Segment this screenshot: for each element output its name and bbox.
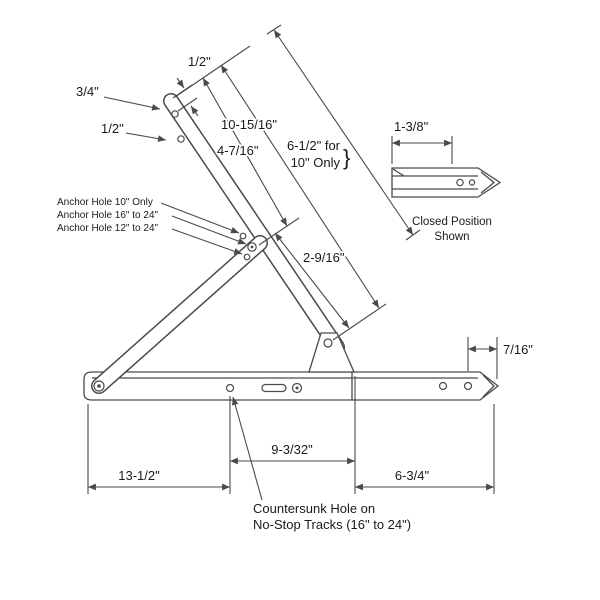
- label-half-top: 1/2": [188, 54, 211, 69]
- label-countersunk-line2: No-Stop Tracks (16" to 24"): [253, 517, 411, 532]
- track-right-hole-2: [463, 381, 473, 391]
- label-three-quarter: 3/4": [76, 84, 99, 99]
- track-left-pivot-center: [97, 384, 101, 388]
- leader-half-left: [125, 132, 167, 142]
- dimension-tick-half-top-2: [177, 97, 198, 112]
- track-right-hole-1: [438, 381, 448, 391]
- label-countersunk-line1: Countersunk Hole on: [253, 501, 375, 516]
- label-10-15-16: 10-15/16": [221, 117, 277, 132]
- label-4-7-16: 4-7/16": [217, 143, 259, 158]
- leader-anchor-12-24: [171, 228, 243, 255]
- label-9-3-32: 9-3/32": [271, 442, 313, 457]
- dimension-tick-6-1-2-bottom: [405, 229, 421, 241]
- label-6-3-4: 6-3/4": [395, 468, 430, 483]
- dimension-tick-half-top-1: [172, 84, 193, 99]
- label-anchor-12-24: Anchor Hole 12" to 24": [57, 223, 159, 234]
- track: [83, 371, 500, 401]
- dimension-line-10-15-16: [220, 64, 380, 309]
- inset-body: [391, 167, 502, 198]
- anchor-hole-12-24: [243, 253, 251, 261]
- support-arm-face: [92, 236, 267, 393]
- leader-three-quarter: [103, 96, 161, 111]
- leader-anchor-16-24: [171, 215, 247, 245]
- leader-anchor-10: [160, 202, 240, 234]
- inset-hole-1: [456, 178, 464, 187]
- leader-countersunk: [231, 396, 263, 501]
- bracket-hole: [323, 338, 333, 348]
- anchor-hole-10: [239, 232, 247, 240]
- track-body: [83, 371, 500, 401]
- label-6-1-2-line1: 6-1/2" for: [287, 138, 341, 153]
- support-arm: [91, 235, 268, 394]
- label-closed-position-line1: Closed Position: [412, 216, 492, 228]
- sash-arm-top-hole-1: [171, 110, 179, 118]
- label-anchor-16-24: Anchor Hole 16" to 24": [57, 210, 159, 221]
- bracket-body: [308, 332, 355, 373]
- dimension-arrow-half-top-2: [190, 105, 199, 117]
- sash-bracket: [308, 332, 355, 373]
- countersunk-hole: [225, 383, 235, 393]
- dimensions: [87, 24, 498, 501]
- label-6-1-2-line2: 10" Only: [291, 155, 341, 170]
- closed-position-inset: [391, 167, 502, 198]
- label-anchor-10: Anchor Hole 10" Only: [57, 197, 153, 208]
- dimension-line-6-1-2: [273, 29, 414, 236]
- track-mid-rivet-center: [295, 386, 299, 390]
- sash-arm-top-hole-2: [177, 135, 185, 143]
- labels: 1/2" 3/4" 1/2" 10-15/16" 4-7/16" 6-1/2" …: [55, 52, 535, 534]
- label-2-9-16: 2-9/16": [303, 250, 345, 265]
- brace-glyph: }: [343, 145, 350, 170]
- label-closed-position-line2: Shown: [434, 231, 469, 243]
- label-1-3-8: 1-3/8": [394, 119, 429, 134]
- anchor-rivet-center: [250, 245, 254, 249]
- label-half-left: 1/2": [101, 121, 124, 136]
- dimension-line-2-9-16: [274, 232, 350, 329]
- track-tip-chevron: [482, 374, 495, 398]
- dimension-arrow-half-top-1: [176, 77, 185, 89]
- inset-hole-2: [468, 179, 476, 186]
- label-7-16: 7/16": [503, 342, 533, 357]
- extension-line-bracket: [332, 303, 387, 341]
- dimension-tick-6-1-2-top: [266, 24, 282, 35]
- track-slot: [261, 383, 287, 393]
- inset-tip-chevron: [480, 171, 496, 194]
- label-13-1-2: 13-1/2": [118, 468, 160, 483]
